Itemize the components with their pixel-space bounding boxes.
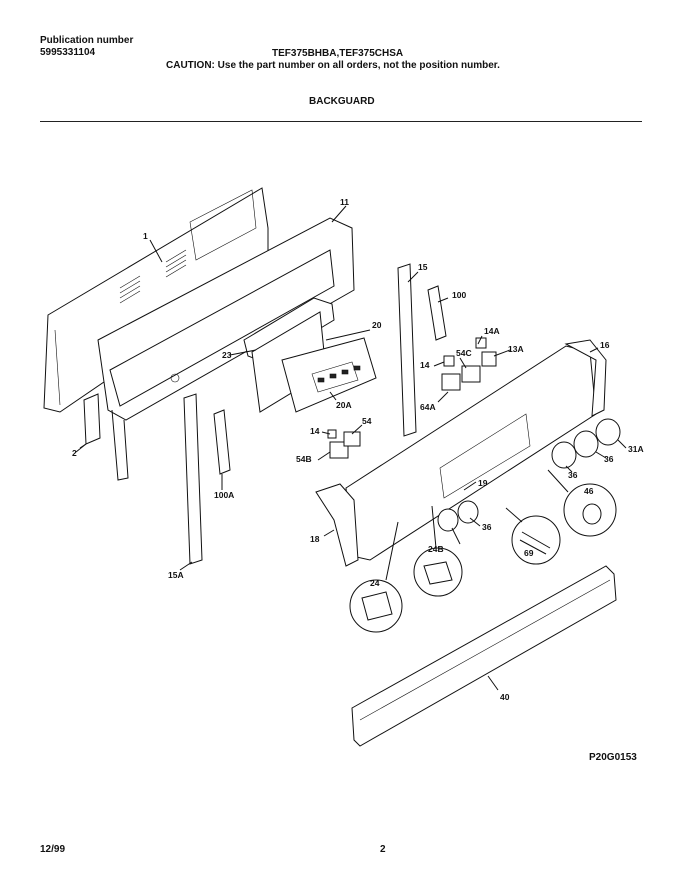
header-divider — [40, 121, 642, 122]
drawing-code: P20G0153 — [589, 752, 637, 763]
callout-100: 100 — [452, 290, 466, 300]
callout-64a: 64A — [420, 402, 436, 412]
switch-group-lower — [327, 429, 361, 459]
footer-page-number: 2 — [380, 844, 386, 855]
bracket-right — [397, 263, 417, 437]
callout-13a: 13A — [508, 344, 524, 354]
detail-rocker-switch — [413, 505, 463, 597]
publication-number: 5995331104 — [40, 47, 96, 58]
trim-strip — [351, 565, 617, 747]
callout-23: 23 — [222, 350, 232, 360]
callout-24b: 24B — [428, 544, 444, 554]
knobs — [437, 418, 621, 532]
callout-18: 18 — [310, 534, 320, 544]
callout-36-mid: 36 — [568, 470, 578, 480]
callout-20a: 20A — [336, 400, 352, 410]
caution-note: CAUTION: Use the part number on all orde… — [166, 60, 500, 71]
callout-54: 54 — [362, 416, 372, 426]
model-numbers: TEF375BHBA,TEF375CHSA — [272, 48, 404, 59]
switch-group-upper — [441, 337, 497, 391]
bracket-left — [183, 393, 203, 565]
callout-54c: 54C — [456, 348, 472, 358]
detail-screw — [505, 507, 561, 565]
callout-14a: 14A — [484, 326, 500, 336]
insulation-strip-upper — [427, 285, 447, 341]
callout-36-right: 36 — [604, 454, 614, 464]
clock-assembly — [243, 297, 377, 413]
callout-14-upper: 14 — [420, 360, 430, 370]
callout-14-lower: 14 — [310, 426, 320, 436]
publication-label: Publication number — [40, 35, 134, 46]
detail-switch — [349, 521, 403, 633]
callout-15: 15 — [418, 262, 428, 272]
section-title: BACKGUARD — [309, 96, 375, 107]
callout-15a: 15A — [168, 570, 184, 580]
callout-16: 16 — [600, 340, 610, 350]
callout-labels: 1 11 15 100 20 23 20A 14A 14 54C 13A 16 … — [72, 197, 644, 702]
backguard-frame — [97, 217, 355, 481]
callout-69: 69 — [524, 548, 534, 558]
vent-slots — [119, 249, 187, 304]
callout-100a: 100A — [214, 490, 234, 500]
callout-36-left: 36 — [482, 522, 492, 532]
side-bracket — [75, 393, 101, 453]
callout-19: 19 — [478, 478, 488, 488]
callout-20: 20 — [372, 320, 382, 330]
end-cap-right — [564, 339, 607, 417]
end-cap-left — [315, 483, 359, 567]
callout-40: 40 — [500, 692, 510, 702]
detail-knob-shaft — [547, 469, 617, 537]
callout-31a: 31A — [628, 444, 644, 454]
callout-11: 11 — [340, 197, 349, 207]
insulation-strip-lower — [213, 409, 231, 475]
callout-1: 1 — [143, 231, 148, 241]
callout-2: 2 — [72, 448, 77, 458]
footer-date: 12/99 — [40, 844, 66, 855]
callout-24: 24 — [370, 578, 380, 588]
callout-46: 46 — [584, 486, 594, 496]
leader-lines — [79, 205, 627, 691]
callout-54b: 54B — [296, 454, 312, 464]
